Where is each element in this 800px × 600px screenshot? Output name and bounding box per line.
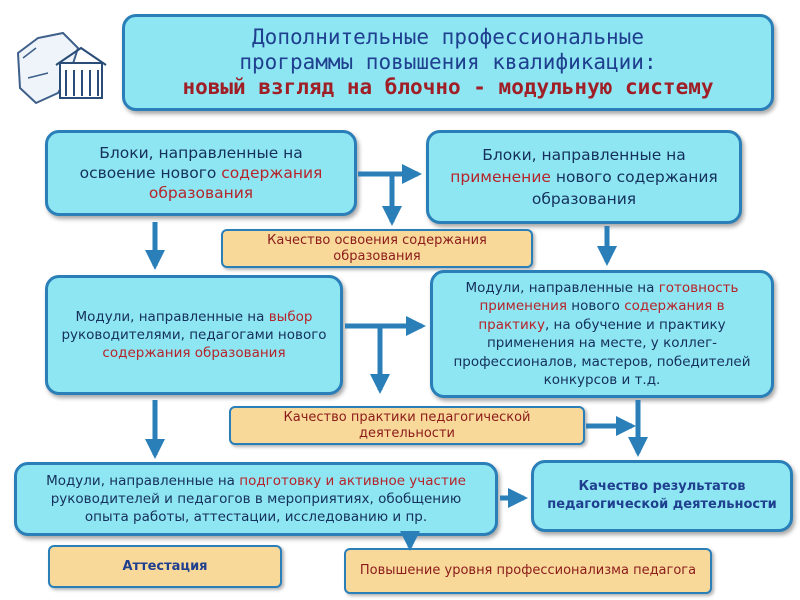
block-mastery-highlight: содержания образования (148, 164, 323, 202)
block-application: Блоки, направленные на применение нового… (426, 130, 742, 224)
title-line-1: Дополнительные профессиональные (252, 25, 644, 49)
module-readiness-text-3: , на обучение и практику применения на м… (453, 316, 751, 389)
module-participation-text-2: руководителей и педагогов в мероприятиях… (50, 491, 462, 525)
attestation-box: Аттестация (48, 545, 282, 588)
module-choice-highlight-2: содержания образования (102, 345, 286, 361)
title-line-3: новый взгляд на блочно - модульную систе… (182, 75, 714, 99)
module-readiness-text-1: Модули, направленные на (465, 279, 655, 296)
module-participation-highlight: подготовку и активное участие (239, 473, 466, 489)
module-choice-text-2: руководителями, педагогами нового (61, 327, 327, 343)
quality-mastery-box: Качество освоения содержания образования (221, 229, 533, 268)
block-application-text-2: нового содержания образования (531, 168, 718, 208)
quality-mastery-text: Качество освоения содержания образования (267, 232, 487, 264)
block-mastery: Блоки, направленные на освоение нового с… (45, 130, 357, 216)
quality-results-box: Качество результатов педагогической деят… (531, 460, 793, 532)
logo-icon (8, 18, 113, 113)
block-mastery-text: Блоки, направленные на освоение нового (79, 144, 303, 182)
block-application-highlight: применение (450, 168, 551, 186)
block-application-text-1: Блоки, направленные на (482, 146, 686, 164)
module-readiness-highlight-2: содержания в практику (478, 298, 725, 333)
module-choice-highlight-1: выбор (268, 309, 313, 325)
module-participation-text-1: Модули, направленные на (46, 473, 235, 489)
attestation-text: Аттестация (122, 559, 208, 574)
prof-level-box: Повышение уровня профессионализма педаго… (344, 548, 712, 594)
module-readiness: Модули, направленные на готовность приме… (430, 270, 774, 398)
prof-level-text: Повышение уровня профессионализма педаго… (359, 563, 697, 578)
page-title: Дополнительные профессиональные программ… (122, 14, 774, 111)
title-line-2: программы повышения квалификации: (239, 50, 657, 74)
module-readiness-text-2: нового (571, 298, 620, 314)
quality-practice-box: Качество практики педагогической деятель… (229, 406, 585, 445)
module-readiness-highlight-1: готовность применения (479, 279, 739, 315)
quality-practice-text: Качество практики педагогической деятель… (283, 409, 531, 441)
module-choice-text-1: Модули, направленные на (75, 309, 265, 325)
quality-results-text: Качество результатов педагогической деят… (547, 479, 777, 512)
module-participation: Модули, направленные на подготовку и акт… (14, 462, 498, 536)
module-choice: Модули, направленные на выбор руководите… (45, 275, 343, 395)
